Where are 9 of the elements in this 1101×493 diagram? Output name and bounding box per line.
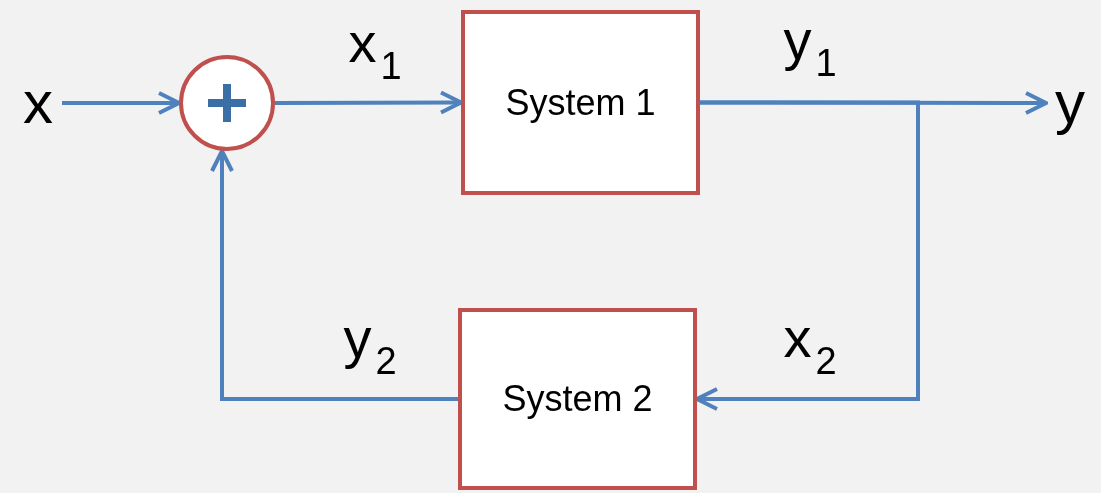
block-label: System 2 <box>502 378 653 420</box>
arrow <box>210 149 458 401</box>
arrow <box>275 90 463 115</box>
system-block <box>458 308 697 490</box>
signal-label: y <box>1055 73 1085 133</box>
system-block <box>461 10 700 195</box>
signal-label: x <box>23 73 53 133</box>
arrow <box>62 91 181 115</box>
block-label: System 1 <box>505 81 656 124</box>
